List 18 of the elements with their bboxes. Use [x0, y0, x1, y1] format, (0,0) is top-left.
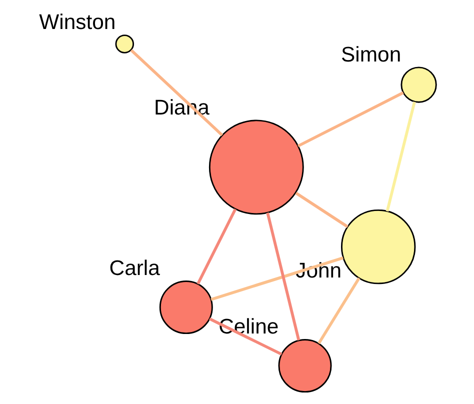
node-circle — [114, 34, 134, 54]
node-circle — [340, 209, 416, 284]
connector — [210, 256, 344, 301]
node-circle — [158, 280, 212, 334]
connector — [294, 192, 348, 228]
node-label: Winston — [38, 11, 116, 34]
connector — [317, 277, 360, 344]
connector — [208, 318, 282, 356]
node-circle — [278, 339, 332, 393]
connector — [296, 91, 404, 148]
connector — [130, 49, 223, 136]
node-label: Carla — [108, 257, 160, 280]
connector — [385, 102, 416, 212]
node-circle — [400, 66, 436, 103]
node-circle — [208, 120, 304, 215]
connector — [266, 212, 300, 341]
connector — [196, 208, 236, 284]
node-label: Simon — [340, 43, 401, 66]
